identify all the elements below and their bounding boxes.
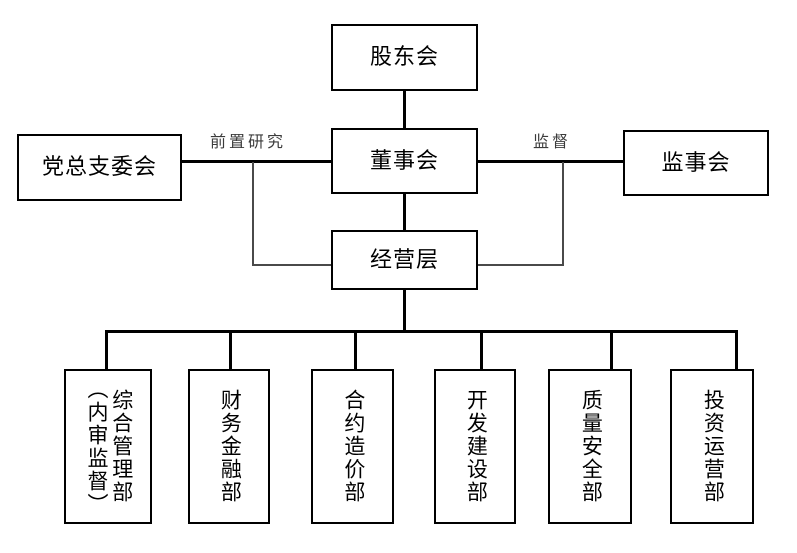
dept-box-quality-safety[interactable]: 质量安全部 bbox=[548, 369, 632, 524]
dept-label-sub-general-management: （内审监督） bbox=[85, 377, 108, 516]
connector-management-to-bus bbox=[403, 289, 406, 332]
dept-label-development-construction: 开发建设部 bbox=[464, 389, 488, 504]
connector-bus-to-dept-2 bbox=[229, 330, 232, 370]
node-management[interactable]: 经营层 bbox=[331, 230, 478, 290]
dept-label-general-management: 综合管理部 bbox=[109, 389, 133, 504]
node-board-label: 董事会 bbox=[369, 147, 439, 173]
connector-shareholders-to-board bbox=[403, 90, 406, 130]
dept-box-finance[interactable]: 财务金融部 bbox=[188, 369, 270, 524]
dept-label-finance: 财务金融部 bbox=[218, 389, 242, 504]
connector-board-to-management bbox=[403, 193, 406, 232]
connector-bus-to-dept-5 bbox=[610, 330, 613, 370]
connector-bus-to-dept-4 bbox=[480, 330, 483, 370]
node-supervisors-label: 监事会 bbox=[661, 149, 731, 175]
connector-bus-to-dept-3 bbox=[354, 330, 357, 370]
connector-party-to-board bbox=[182, 160, 332, 163]
connector-board-to-supervisors bbox=[477, 160, 624, 163]
node-shareholders-label: 股东会 bbox=[369, 44, 439, 70]
dept-label-contract-cost: 合约造价部 bbox=[341, 389, 365, 504]
edge-label-board-to-supervisors: 监督 bbox=[531, 128, 574, 152]
node-supervisors[interactable]: 监事会 bbox=[623, 130, 769, 196]
bracket-right-horizontal bbox=[477, 264, 564, 266]
node-shareholders[interactable]: 股东会 bbox=[331, 24, 478, 91]
dept-box-general-management[interactable]: （内审监督） 综合管理部 bbox=[64, 369, 152, 524]
node-management-label: 经营层 bbox=[369, 246, 439, 272]
edge-label-party-to-board: 前置研究 bbox=[208, 128, 289, 152]
department-bus bbox=[105, 330, 738, 333]
dept-label-quality-safety: 质量安全部 bbox=[579, 389, 603, 504]
node-board[interactable]: 董事会 bbox=[331, 128, 478, 194]
bracket-left-horizontal bbox=[252, 264, 333, 266]
node-party-committee-label: 党总支委会 bbox=[41, 154, 157, 180]
connector-bus-to-dept-1 bbox=[105, 330, 108, 370]
dept-label-investment-operation: 投资运营部 bbox=[701, 389, 725, 504]
dept-box-development-construction[interactable]: 开发建设部 bbox=[434, 369, 516, 524]
node-party-committee[interactable]: 党总支委会 bbox=[17, 134, 182, 201]
connector-bus-to-dept-6 bbox=[735, 330, 738, 370]
bracket-left-vertical bbox=[252, 162, 254, 266]
bracket-right-vertical bbox=[562, 162, 564, 266]
dept-box-contract-cost[interactable]: 合约造价部 bbox=[311, 369, 394, 524]
dept-box-investment-operation[interactable]: 投资运营部 bbox=[670, 369, 754, 524]
